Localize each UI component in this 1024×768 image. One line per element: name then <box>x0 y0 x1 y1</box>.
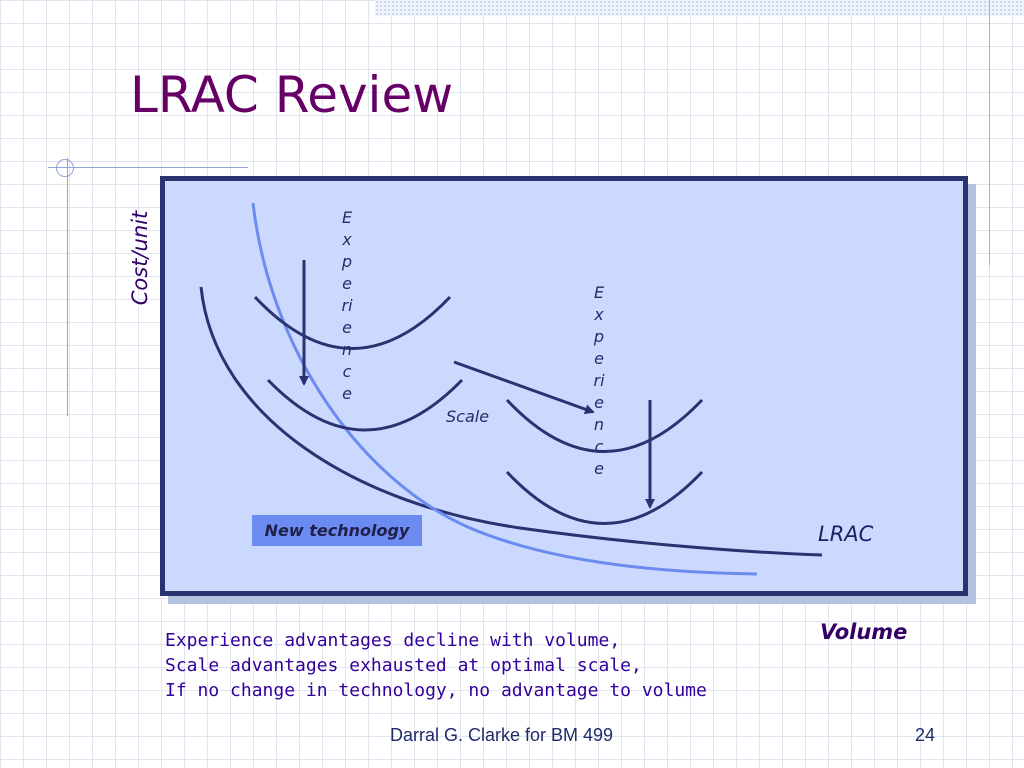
page-number: 24 <box>915 725 936 745</box>
letter: e <box>594 393 604 412</box>
srac-cup-upper-left <box>253 295 452 350</box>
decorative-line <box>989 0 990 265</box>
letter: e <box>342 318 352 337</box>
letter: c <box>342 362 352 381</box>
footer: Darral G. Clarke for BM 499 <box>390 725 614 745</box>
lrac-curve <box>199 286 823 557</box>
letter: c <box>594 437 604 456</box>
srac-cup-upper-right <box>505 398 704 453</box>
note-line: Scale advantages exhausted at optimal sc… <box>165 655 642 676</box>
new-technology-curve <box>251 202 758 576</box>
note-line: If no change in technology, no advantage… <box>165 680 707 701</box>
experience-label-left: E x p e ri e n c e <box>332 207 362 405</box>
decorative-circle <box>56 159 74 177</box>
srac-cup-lower-right <box>505 470 704 525</box>
letter: x <box>594 305 604 324</box>
letter: e <box>594 459 604 478</box>
slide-title: LRAC Review <box>130 66 454 124</box>
decorative-line <box>67 158 68 416</box>
scale-arrow <box>453 360 595 414</box>
letter: e <box>594 349 604 368</box>
letter: ri <box>341 296 353 315</box>
letter: n <box>341 340 353 359</box>
letter: E <box>593 283 605 302</box>
scale-label: Scale <box>446 407 490 426</box>
letter: p <box>341 252 353 271</box>
new-technology-label: New technology <box>252 515 422 546</box>
letter: E <box>341 208 353 227</box>
letter: e <box>342 384 352 403</box>
notes: Experience advantages decline with volum… <box>165 628 707 703</box>
lrac-label: LRAC <box>818 522 874 546</box>
header-dot-band <box>375 0 1024 16</box>
note-line: Experience advantages decline with volum… <box>165 630 621 651</box>
experience-label-right: E x p e ri e n c e <box>584 282 614 480</box>
letter: e <box>342 274 352 293</box>
letter: p <box>593 327 605 346</box>
letter: n <box>593 415 605 434</box>
srac-cup-lower-left <box>266 378 464 432</box>
letter: x <box>342 230 352 249</box>
decorative-line <box>48 167 248 168</box>
x-axis-label: Volume <box>820 620 908 644</box>
letter: ri <box>593 371 605 390</box>
